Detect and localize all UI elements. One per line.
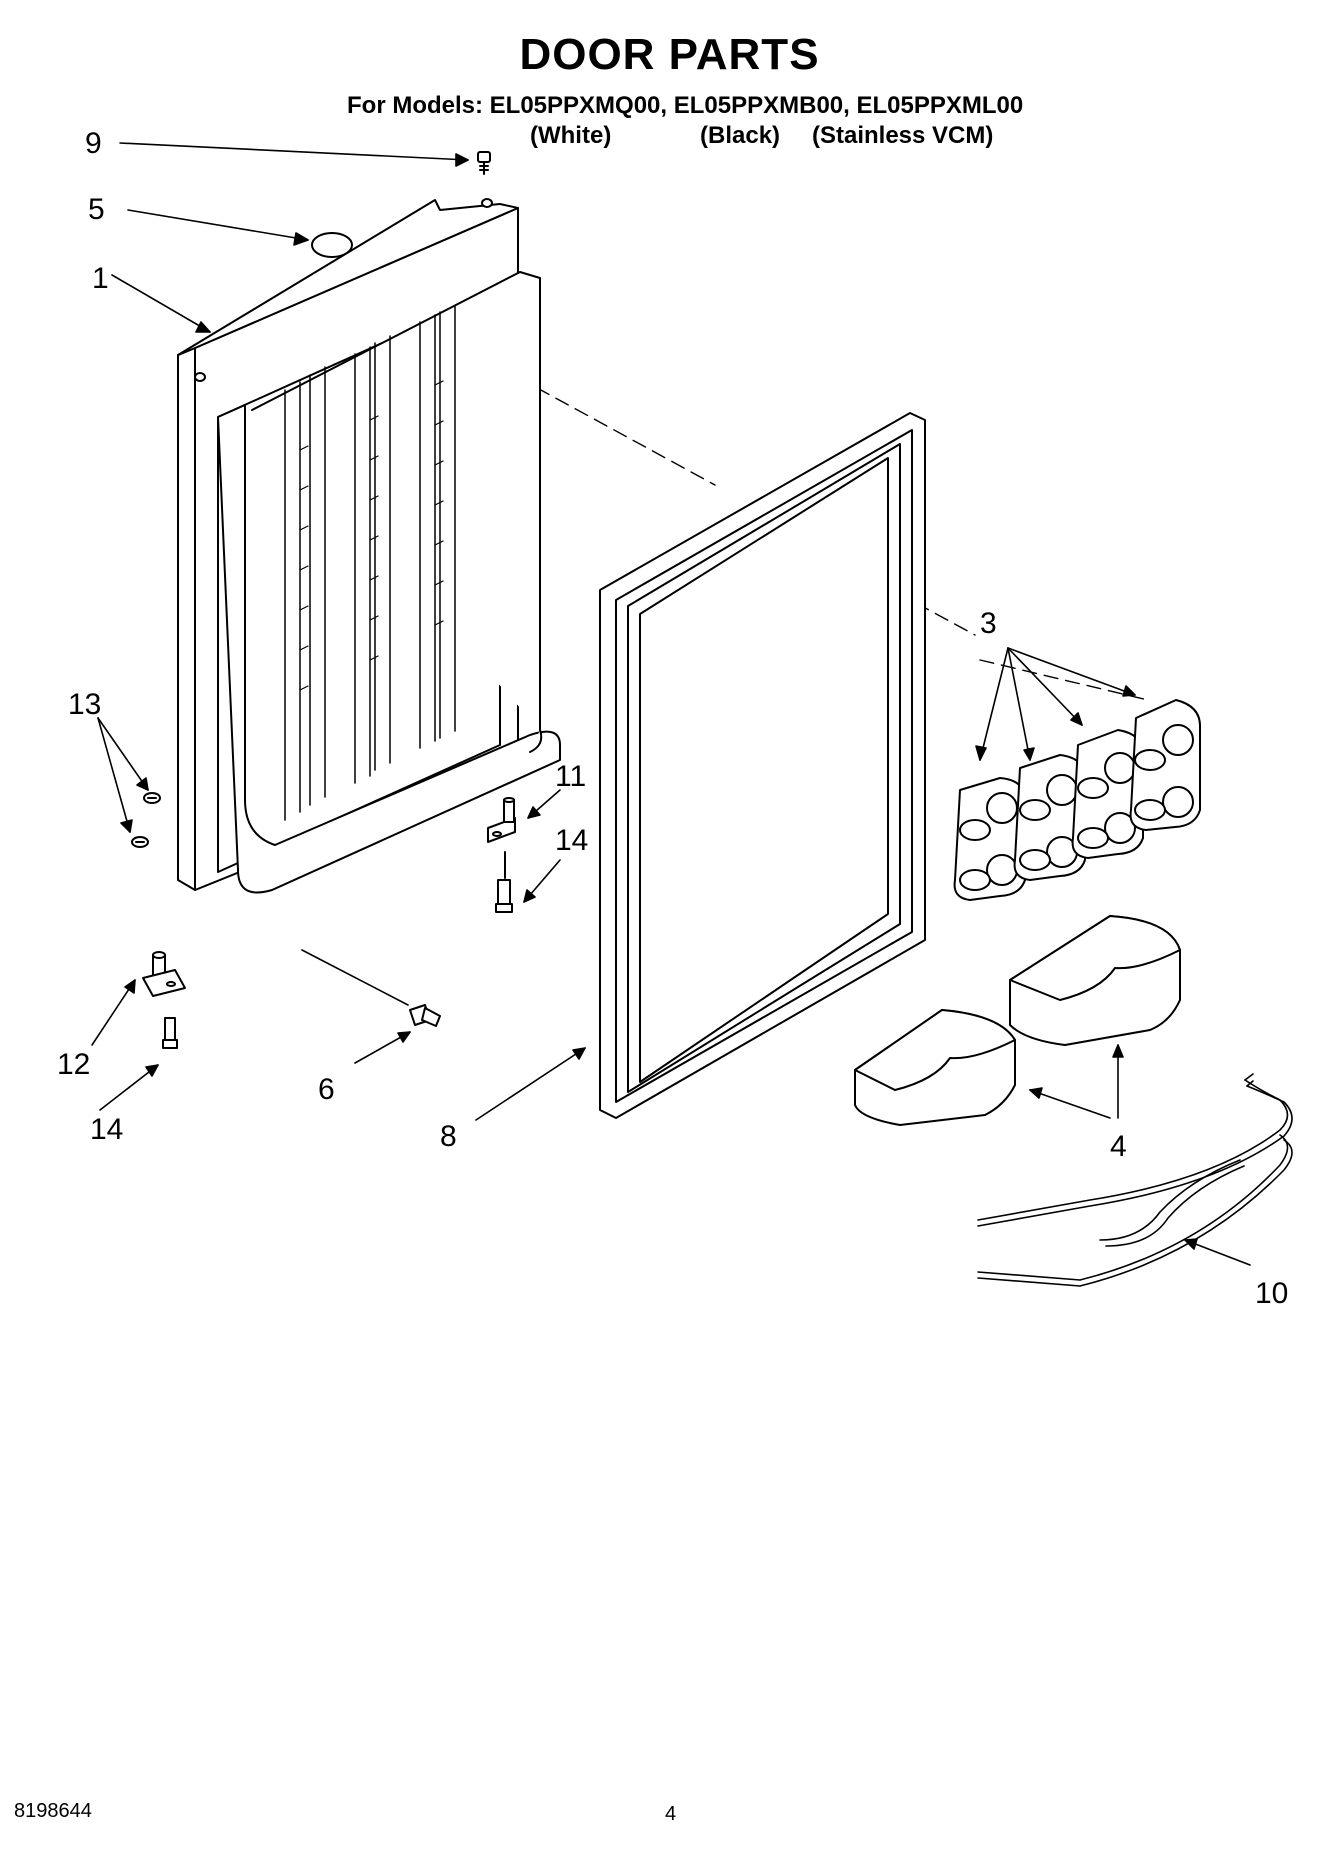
part-6-screw: [410, 1005, 440, 1026]
variant-white: (White): [530, 122, 612, 149]
variant-stainless: (Stainless VCM): [812, 122, 994, 149]
callout-11: 11: [555, 760, 587, 793]
part-9-screw: [478, 152, 490, 174]
part-8-gasket: [600, 413, 925, 1118]
callout-12: 12: [57, 1048, 91, 1081]
callout-1: 1: [92, 262, 109, 295]
part-1-door: [178, 199, 560, 893]
page-title: DOOR PARTS: [519, 30, 820, 79]
callout-4: 4: [1110, 1130, 1127, 1163]
part-14-screw-lower: [163, 1018, 177, 1048]
part-11-hinge-pin: [488, 798, 515, 842]
callout-3: 3: [980, 607, 997, 640]
callout-14-lower: 14: [90, 1113, 124, 1146]
part-5-plug: [312, 233, 352, 257]
callout-10: 10: [1255, 1277, 1289, 1310]
part-3-egg-racks: [955, 700, 1200, 900]
page-number: 4: [665, 1803, 677, 1825]
leader-lines: [92, 143, 1250, 1265]
models-line: For Models: EL05PPXMQ00, EL05PPXMB00, EL…: [347, 92, 1024, 119]
part-4-bins: [855, 916, 1180, 1125]
part-10-wire-rack: [978, 1074, 1292, 1286]
callout-5: 5: [88, 193, 105, 226]
callout-6: 6: [318, 1073, 335, 1106]
part-13-screws: [132, 793, 160, 847]
part-12-hinge-pin: [143, 952, 185, 996]
callout-14-upper: 14: [555, 824, 589, 857]
callout-13: 13: [68, 688, 102, 721]
document-number: 8198644: [14, 1800, 92, 1822]
callout-8: 8: [440, 1120, 457, 1153]
part-14-screw-upper: [496, 852, 512, 912]
callout-9: 9: [85, 127, 102, 160]
variant-black: (Black): [700, 122, 781, 149]
